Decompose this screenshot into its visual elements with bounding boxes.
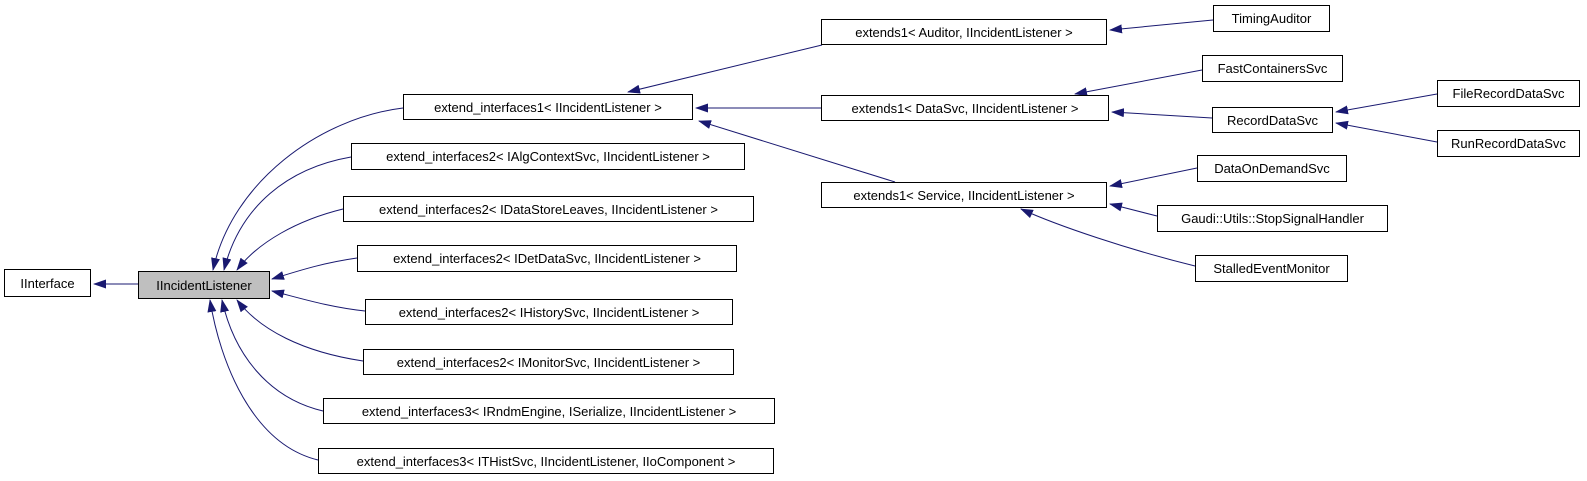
- class-node-extend-interfaces2-ihistorysvc[interactable]: extend_interfaces2< IHistorySvc, IIncide…: [365, 299, 733, 325]
- class-node-fastcontainerssvc[interactable]: FastContainersSvc: [1202, 55, 1343, 82]
- class-node-extend-interfaces3-ithistsvc[interactable]: extend_interfaces3< ITHistSvc, IIncident…: [318, 448, 774, 474]
- class-node-extend-interfaces3-irndmengine[interactable]: extend_interfaces3< IRndmEngine, ISerial…: [323, 398, 775, 424]
- edge-ei2-monitor-to-iincidentlistener: [236, 299, 364, 362]
- edge-dataondemandsvc-to-ex1-service: [1109, 167, 1198, 188]
- class-node-extends1-service[interactable]: extends1< Service, IIncidentListener >: [821, 182, 1107, 208]
- edge-ei1-to-iincidentlistener: [211, 107, 404, 271]
- edge-stalledeventmonitor-to-ex1-service: [1020, 208, 1196, 267]
- edge-ei2-history-to-iincidentlistener: [271, 289, 366, 312]
- edge-ei3-thist-to-iincidentlistener: [207, 299, 319, 461]
- edge-ei2-detdata-to-iincidentlistener: [271, 257, 358, 280]
- edge-ei2-algcontext-to-iincidentlistener: [222, 156, 352, 271]
- class-node-extend-interfaces2-idatastoreleaves[interactable]: extend_interfaces2< IDataStoreLeaves, II…: [343, 196, 754, 222]
- class-node-stopsignalhandler[interactable]: Gaudi::Utils::StopSignalHandler: [1157, 205, 1388, 232]
- class-node-iincidentlistener[interactable]: IIncidentListener: [138, 271, 270, 299]
- edge-fastcontainerssvc-to-ex1-datasvc: [1074, 69, 1203, 97]
- class-node-filerecorddatasvc[interactable]: FileRecordDataSvc: [1437, 80, 1580, 107]
- class-node-timingauditor[interactable]: TimingAuditor: [1213, 5, 1330, 32]
- edge-stopsignalhandler-to-ex1-service: [1109, 202, 1158, 217]
- edge-ex1-service-to-ei1: [698, 120, 896, 183]
- class-node-extends1-datasvc[interactable]: extends1< DataSvc, IIncidentListener >: [821, 95, 1109, 121]
- class-node-extend-interfaces2-imonitorsvc[interactable]: extend_interfaces2< IMonitorSvc, IIncide…: [363, 349, 734, 375]
- edge-runrecorddatasvc-to-recorddatasvc: [1335, 120, 1438, 143]
- class-node-iinterface[interactable]: IInterface: [4, 269, 91, 297]
- edge-ex1-auditor-to-ei1: [627, 44, 823, 94]
- class-node-runrecorddatasvc[interactable]: RunRecordDataSvc: [1437, 130, 1580, 157]
- edge-filerecorddatasvc-to-recorddatasvc: [1335, 93, 1438, 115]
- class-node-extend-interfaces2-idetdatasvc[interactable]: extend_interfaces2< IDetDataSvc, IIncide…: [357, 245, 737, 272]
- class-node-extends1-auditor[interactable]: extends1< Auditor, IIncidentListener >: [821, 19, 1107, 45]
- edge-ei2-datastoreleaves-to-iincidentlistener: [236, 208, 344, 271]
- class-node-extend-interfaces1[interactable]: extend_interfaces1< IIncidentListener >: [403, 94, 693, 120]
- class-node-recorddatasvc[interactable]: RecordDataSvc: [1212, 107, 1333, 133]
- edge-timingauditor-to-ex1-auditor: [1109, 19, 1214, 34]
- edge-recorddatasvc-to-ex1-datasvc: [1111, 108, 1213, 119]
- edge-ei3-rndm-to-iincidentlistener: [220, 299, 324, 412]
- class-node-extend-interfaces2-ialgcontextsvc[interactable]: extend_interfaces2< IAlgContextSvc, IInc…: [351, 143, 745, 170]
- class-node-stalledeventmonitor[interactable]: StalledEventMonitor: [1195, 255, 1348, 282]
- class-node-dataondemandsvc[interactable]: DataOnDemandSvc: [1197, 155, 1347, 182]
